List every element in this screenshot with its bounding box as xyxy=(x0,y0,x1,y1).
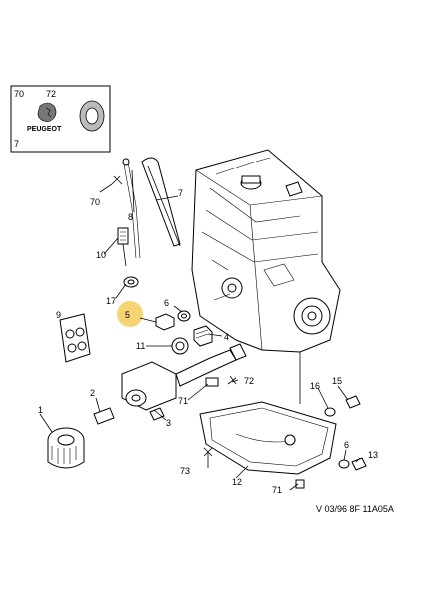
callout-16: 16 xyxy=(310,381,320,391)
callout-9: 9 xyxy=(56,310,61,320)
bracket-bolts xyxy=(324,395,361,417)
callout-7: 7 xyxy=(178,188,183,198)
callout-6-lower: 6 xyxy=(344,440,349,450)
sensor-clip xyxy=(205,375,237,387)
drain-plug xyxy=(338,457,367,471)
callout-71-lower: 71 xyxy=(272,485,282,495)
callout-2: 2 xyxy=(90,388,95,398)
callout-71-upper: 71 xyxy=(178,396,188,406)
callout-13: 13 xyxy=(368,450,378,460)
callout-6-upper: 6 xyxy=(164,298,169,308)
logo-ref-7: 7 xyxy=(14,139,19,149)
callout-17: 17 xyxy=(106,296,116,306)
peugeot-lion-icon xyxy=(37,102,57,122)
callout-3: 3 xyxy=(166,418,171,428)
diagram-reference-code: V 03/96 8F 11A05A xyxy=(316,504,394,514)
oil-pressure-switch xyxy=(117,227,139,288)
callout-12: 12 xyxy=(232,477,242,487)
logo-ref-70: 70 xyxy=(14,89,24,99)
callout-15: 15 xyxy=(332,376,342,386)
callout-10: 10 xyxy=(96,250,106,260)
callout-5: 5 xyxy=(125,310,130,320)
dipstick-assembly xyxy=(99,157,181,259)
callout-1: 1 xyxy=(38,405,43,415)
oil-filter-housing xyxy=(121,343,247,421)
highlight-marker xyxy=(117,301,143,327)
callout-73: 73 xyxy=(180,466,190,476)
oil-pan xyxy=(199,401,337,489)
engine-block xyxy=(191,149,341,353)
callout-8: 8 xyxy=(128,212,133,222)
gasket-plate xyxy=(59,313,91,363)
leader-lines xyxy=(39,169,361,491)
peugeot-logo-box: 70 72 7 PEUGEOT xyxy=(10,85,111,153)
callout-11: 11 xyxy=(136,341,145,351)
oil-filter xyxy=(47,407,115,469)
logo-ref-72: 72 xyxy=(46,89,56,99)
callout-72: 72 xyxy=(244,376,254,386)
callout-labels: 70 8 7 10 17 9 5 6 4 11 2 1 3 71 72 16 1… xyxy=(38,188,378,495)
callout-4: 4 xyxy=(224,332,229,342)
callout-70: 70 xyxy=(90,197,100,207)
logo-brand-text: PEUGEOT xyxy=(27,126,62,133)
seal-ring-icon xyxy=(79,100,105,132)
